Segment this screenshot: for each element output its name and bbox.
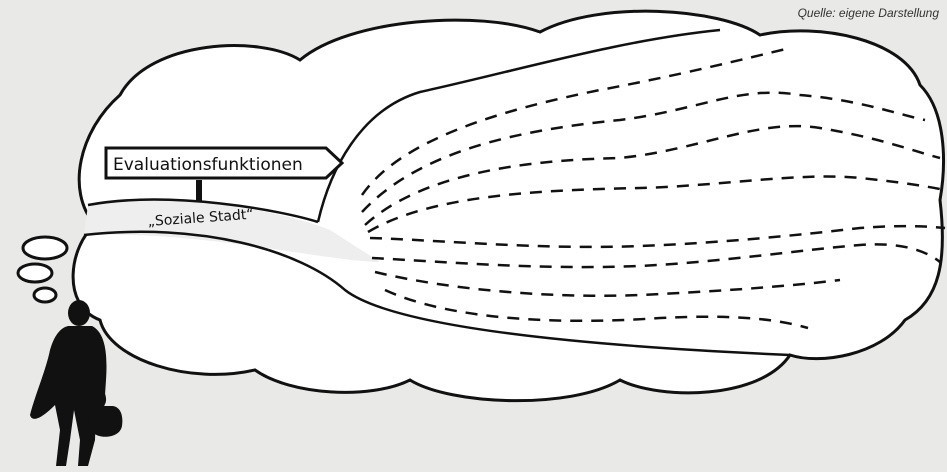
thought-cloud	[71, 9, 945, 403]
thought-bubbles-icon	[16, 235, 69, 304]
road-lower-edge	[83, 230, 791, 357]
thought-bubble-small	[32, 286, 58, 304]
signpost-pole	[196, 180, 202, 202]
dashed-paths	[360, 46, 946, 330]
road-label: „Soziale Stadt“	[147, 207, 254, 230]
signpost-label: Evaluationsfunktionen	[113, 155, 303, 175]
source-note: Quelle: eigene Darstellung	[797, 6, 939, 20]
dashed-path	[364, 124, 941, 226]
dashed-path	[360, 46, 791, 196]
road-surface	[84, 199, 380, 262]
dashed-path	[367, 175, 946, 234]
road-upper-edge	[87, 198, 319, 224]
thought-bubble-large	[21, 235, 69, 261]
dashed-path	[384, 288, 809, 330]
person-silhouette-icon	[30, 300, 123, 466]
dashed-path	[374, 270, 841, 297]
signpost-sign	[104, 146, 345, 180]
thought-bubble-medium	[16, 262, 54, 284]
dashed-path	[361, 91, 926, 213]
